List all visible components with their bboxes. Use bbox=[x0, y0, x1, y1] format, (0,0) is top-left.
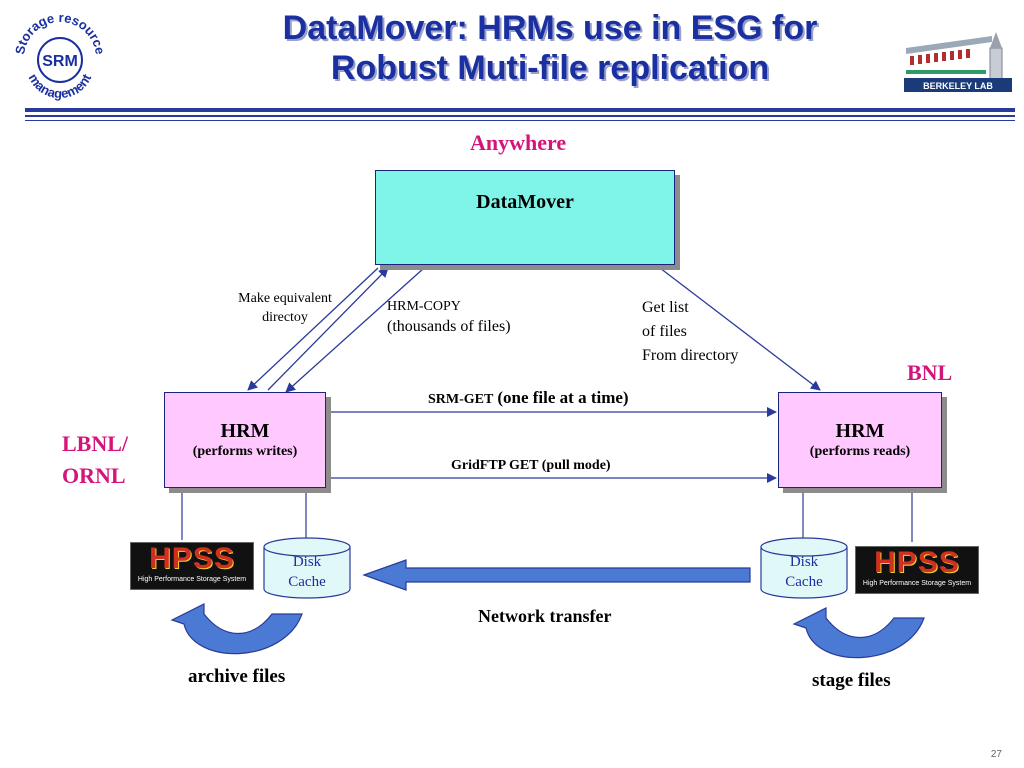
hpss-left-big-text: HPSS bbox=[149, 542, 235, 575]
disk-cache-left-cylinder bbox=[263, 537, 351, 599]
datamover-label: DataMover bbox=[476, 191, 574, 213]
hpss-logo-left: HPSS High Performance Storage System bbox=[130, 542, 254, 590]
berkeley-lab-text: BERKELEY LAB bbox=[923, 81, 993, 91]
hrm-right-box: HRM (performs reads) bbox=[778, 392, 942, 488]
hrm-left-box: HRM (performs writes) bbox=[164, 392, 326, 488]
title-rule-mid bbox=[25, 115, 1015, 117]
disk-cache-left-line-1: Disk bbox=[292, 554, 322, 570]
make-equivalent-line-2: directoy bbox=[262, 310, 308, 325]
datamover-box: DataMover bbox=[375, 170, 675, 265]
anywhere-label: Anywhere bbox=[470, 130, 567, 155]
arrow-datamover-to-hrm-left-a bbox=[247, 267, 379, 391]
get-list-label: Get list of files From directory bbox=[642, 296, 738, 368]
lbnl-line-1: LBNL/ bbox=[62, 431, 129, 456]
hrm-left-title: HRM bbox=[220, 420, 270, 442]
stage-cycle-arrow bbox=[792, 607, 925, 659]
berkeley-lab-logo: BERKELEY LAB bbox=[902, 18, 1014, 96]
disk-cache-right-line-1: Disk bbox=[789, 554, 819, 570]
make-equivalent-line-1: Make equivalent bbox=[238, 291, 332, 306]
slide-title: DataMover: HRMs use in ESG for Robust Mu… bbox=[170, 8, 930, 88]
title-rule-thin bbox=[25, 120, 1015, 121]
title-rule-thick bbox=[25, 108, 1015, 112]
line-datamover-to-hrm-left-b bbox=[285, 267, 425, 393]
make-equivalent-label: Make equivalent directoy bbox=[218, 289, 352, 327]
disk-cache-left-label: Disk Cache bbox=[262, 552, 352, 592]
srm-get-prefix: SRM-GET bbox=[428, 392, 494, 407]
gridftp-label: GridFTP GET (pull mode) bbox=[451, 458, 611, 473]
page-number: 27 bbox=[990, 749, 1002, 760]
disk-cache-right-cylinder bbox=[760, 537, 848, 599]
srm-get-suffix: (one file at a time) bbox=[497, 388, 629, 407]
arrow-datamover-to-hrm-right bbox=[659, 267, 821, 391]
slide-title-line-2: Robust Muti-file replication bbox=[330, 49, 770, 87]
hrm-left-subtitle: (performs writes) bbox=[192, 444, 298, 459]
hrm-right-title: HRM bbox=[835, 420, 885, 442]
hrm-copy-line-1: HRM-COPY bbox=[387, 299, 461, 314]
bnl-label: BNL bbox=[907, 360, 953, 385]
srm-center-text: SRM bbox=[42, 53, 78, 70]
hpss-left-small-text: High Performance Storage System bbox=[137, 576, 247, 583]
slide-title-line-1: DataMover: HRMs use in ESG for bbox=[282, 9, 818, 47]
archive-cycle-arrow bbox=[170, 603, 303, 655]
disk-cache-right-line-2: Cache bbox=[785, 574, 823, 590]
disk-cache-left-line-2: Cache bbox=[288, 574, 326, 590]
srm-get-label: SRM-GET (one file at a time) bbox=[428, 388, 629, 408]
network-transfer-arrow bbox=[362, 559, 751, 591]
hrm-copy-label: HRM-COPY (thousands of files) bbox=[387, 297, 511, 337]
hrm-right-subtitle: (performs reads) bbox=[809, 444, 911, 459]
network-transfer-label: Network transfer bbox=[478, 606, 612, 626]
disk-cache-left: Disk Cache bbox=[262, 536, 352, 600]
hpss-logo-right: HPSS High Performance Storage System bbox=[855, 546, 979, 594]
lbnl-line-2: ORNL bbox=[62, 463, 126, 488]
berkeley-lab-graphic: BERKELEY LAB bbox=[904, 32, 1012, 92]
archive-files-label: archive files bbox=[188, 666, 286, 687]
disk-cache-right-label: Disk Cache bbox=[759, 552, 849, 592]
srm-logo-graphic: Storage resource management SRM bbox=[12, 10, 108, 101]
disk-cache-right: Disk Cache bbox=[759, 536, 849, 600]
get-list-line-1: Get list bbox=[642, 299, 689, 316]
hpss-right-big-text: HPSS bbox=[874, 546, 960, 579]
get-list-line-3: From directory bbox=[642, 347, 739, 364]
stage-files-label: stage files bbox=[812, 670, 891, 691]
srm-logo: Storage resource management SRM bbox=[10, 6, 110, 106]
get-list-line-2: of files bbox=[642, 323, 687, 340]
lbnl-ornl-label: LBNL/ ORNL bbox=[62, 428, 128, 492]
hrm-copy-line-2: (thousands of files) bbox=[387, 318, 511, 335]
hpss-right-small-text: High Performance Storage System bbox=[862, 580, 972, 587]
arrow-hrm-left-to-datamover bbox=[267, 267, 389, 391]
